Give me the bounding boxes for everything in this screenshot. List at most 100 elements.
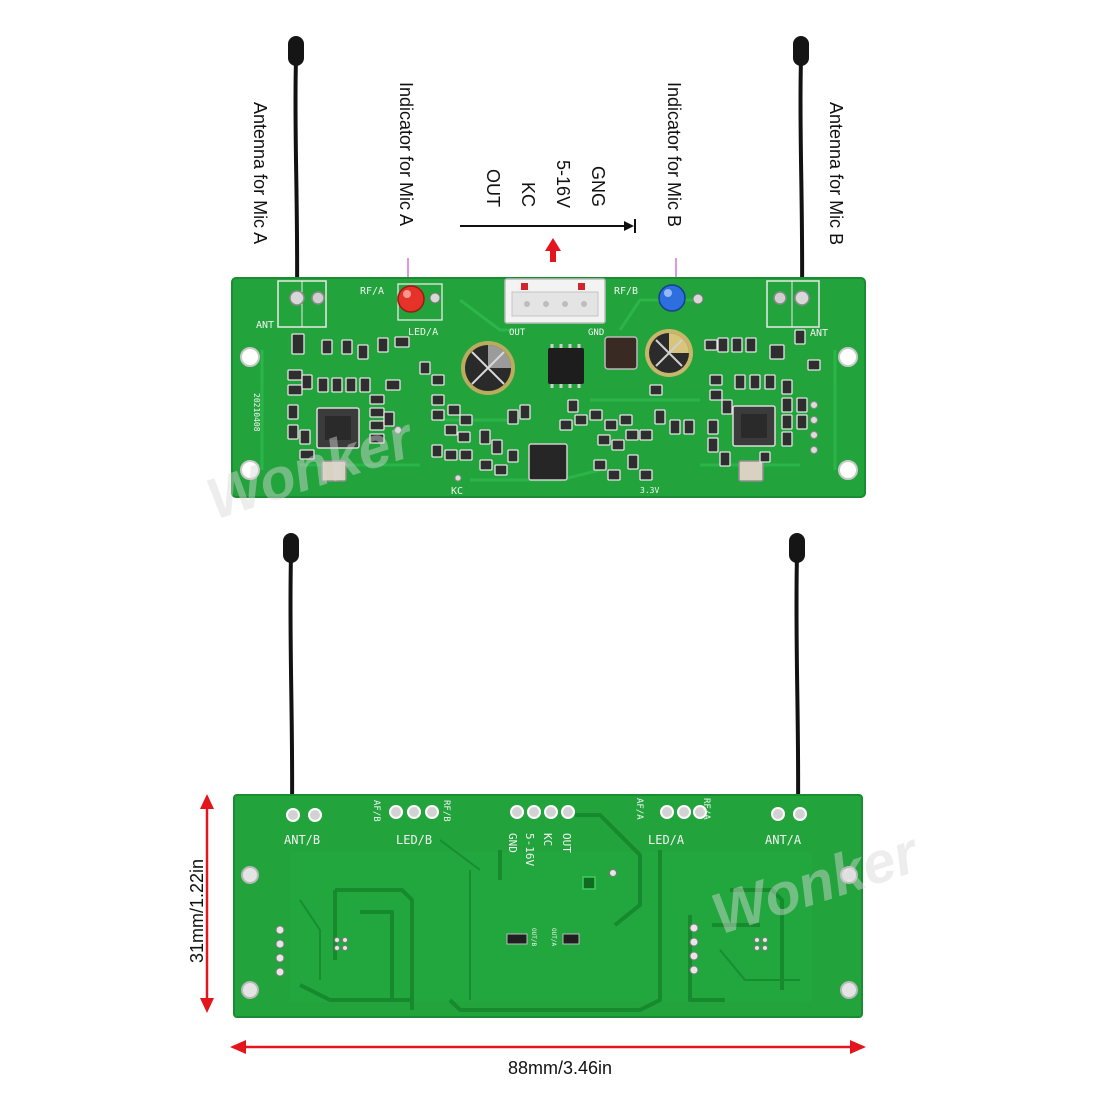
- capacitor-right: [645, 329, 693, 377]
- smd-component: [479, 429, 491, 445]
- smd-component: [604, 419, 618, 431]
- antenna-a: [288, 36, 304, 299]
- smd-component: [431, 444, 443, 458]
- height-dimension-label: 31mm/1.22in: [187, 859, 207, 963]
- width-dimension-label: 88mm/3.46in: [508, 1058, 612, 1078]
- receiver-chip-b: [732, 405, 776, 447]
- antenna-a-rear: [789, 533, 805, 813]
- smd-component: [287, 369, 303, 381]
- smd-component: [619, 414, 633, 426]
- smd-component: [707, 437, 719, 453]
- smd-component: [639, 469, 653, 481]
- smd-component: [459, 414, 473, 426]
- smd-component: [781, 431, 793, 447]
- smd-component: [731, 337, 743, 353]
- smd-output-a: [506, 933, 528, 945]
- smd-component: [719, 451, 731, 467]
- silk-ant-a: ANT/A: [765, 833, 802, 847]
- smd-component: [447, 404, 461, 416]
- smd-component: [457, 431, 471, 443]
- antenna-mic-b-label: Antenna for Mic B: [826, 102, 846, 245]
- smd-component: [593, 459, 607, 471]
- silk-rf-a-rear: RF/A: [701, 798, 711, 820]
- antenna-b: [793, 36, 809, 299]
- smd-component: [627, 454, 639, 470]
- smd-component: [796, 414, 808, 430]
- mounting-hole: [838, 460, 858, 480]
- solder-pads: [286, 805, 807, 822]
- smd-component: [734, 374, 746, 390]
- smd-component: [769, 344, 785, 360]
- smd-component: [444, 424, 458, 436]
- smd-component: [507, 449, 519, 463]
- smd-component: [781, 414, 793, 430]
- silk-ant-right: ANT: [810, 328, 828, 339]
- pin-label-kc: KC: [518, 182, 538, 207]
- crystal-a: [321, 460, 347, 482]
- smd-component: [383, 411, 395, 427]
- silk-gnd: GND: [588, 328, 604, 338]
- power-audio-connector: [504, 278, 606, 324]
- smd-component: [669, 419, 681, 435]
- smd-component: [385, 379, 401, 391]
- smd-component: [459, 449, 473, 461]
- silk-rf-b-rear: RF/B: [441, 800, 451, 822]
- smd-component: [479, 459, 493, 471]
- silk-out: OUT: [509, 328, 526, 338]
- smd-component: [794, 329, 806, 345]
- smd-component: [331, 377, 343, 393]
- bottom-thin-traces: [299, 839, 800, 1000]
- silk-rear-gnd: GND: [506, 833, 519, 853]
- smd-component: [444, 449, 458, 461]
- silk-rear-out: OUT: [560, 833, 573, 853]
- smd-component: [807, 359, 821, 371]
- silk-af-b: AF/B: [371, 800, 381, 822]
- smd-component: [639, 429, 653, 441]
- smd-component: [291, 333, 305, 355]
- silk-af-a: AF/A: [634, 798, 644, 820]
- smd-component: [654, 409, 666, 425]
- via-pads: [275, 869, 768, 977]
- smd-component: [321, 339, 333, 355]
- silk-3v3: 3.3V: [640, 486, 659, 495]
- top-board: ANT RF/A LED/A OUT GND RF/B ANT KC 3.3V …: [231, 36, 866, 498]
- smd-component: [759, 451, 771, 463]
- top-annotations: Antenna for Mic A Indicator for Mic A GN…: [250, 82, 846, 286]
- silk-rf-b: RF/B: [614, 286, 638, 297]
- smd-component: [717, 337, 729, 353]
- smd-component: [357, 344, 369, 360]
- silk-led-a: LED/A: [408, 327, 438, 338]
- smd-component: [704, 339, 718, 351]
- smd-component: [317, 377, 329, 393]
- smd-component: [287, 404, 299, 420]
- smd-component: [625, 429, 639, 441]
- smd-component: [745, 337, 757, 353]
- silk-rf-a: RF/A: [360, 286, 384, 297]
- pin-label-out: OUT: [483, 169, 503, 207]
- regulator-chip: [548, 344, 584, 388]
- pin-label-5-16v: 5-16V: [553, 160, 573, 208]
- smd-component: [781, 379, 793, 395]
- smd-component: [431, 394, 445, 406]
- smd-component: [709, 374, 723, 386]
- smd-component: [567, 399, 579, 413]
- smd-component: [781, 397, 793, 413]
- smd-component: [301, 374, 313, 390]
- smd-component: [597, 434, 611, 446]
- mixer-chip: [528, 443, 568, 481]
- silk-kc: KC: [451, 486, 463, 497]
- pin-label-gng: GNG: [588, 166, 608, 207]
- silk-led-a-rear: LED/A: [648, 833, 685, 847]
- smd-component: [341, 339, 353, 355]
- width-dimension: 88mm/3.46in: [230, 1040, 866, 1078]
- smd-output-b: [562, 933, 580, 945]
- smd-component: [574, 414, 588, 426]
- antenna-a-pad: [277, 280, 327, 328]
- smd-component: [345, 377, 357, 393]
- test-pads: [394, 401, 818, 482]
- silk-out-b: OUT/B: [530, 928, 537, 946]
- smd-component: [369, 433, 385, 444]
- pin-order-arrow: [460, 219, 636, 233]
- smd-component: [607, 469, 621, 481]
